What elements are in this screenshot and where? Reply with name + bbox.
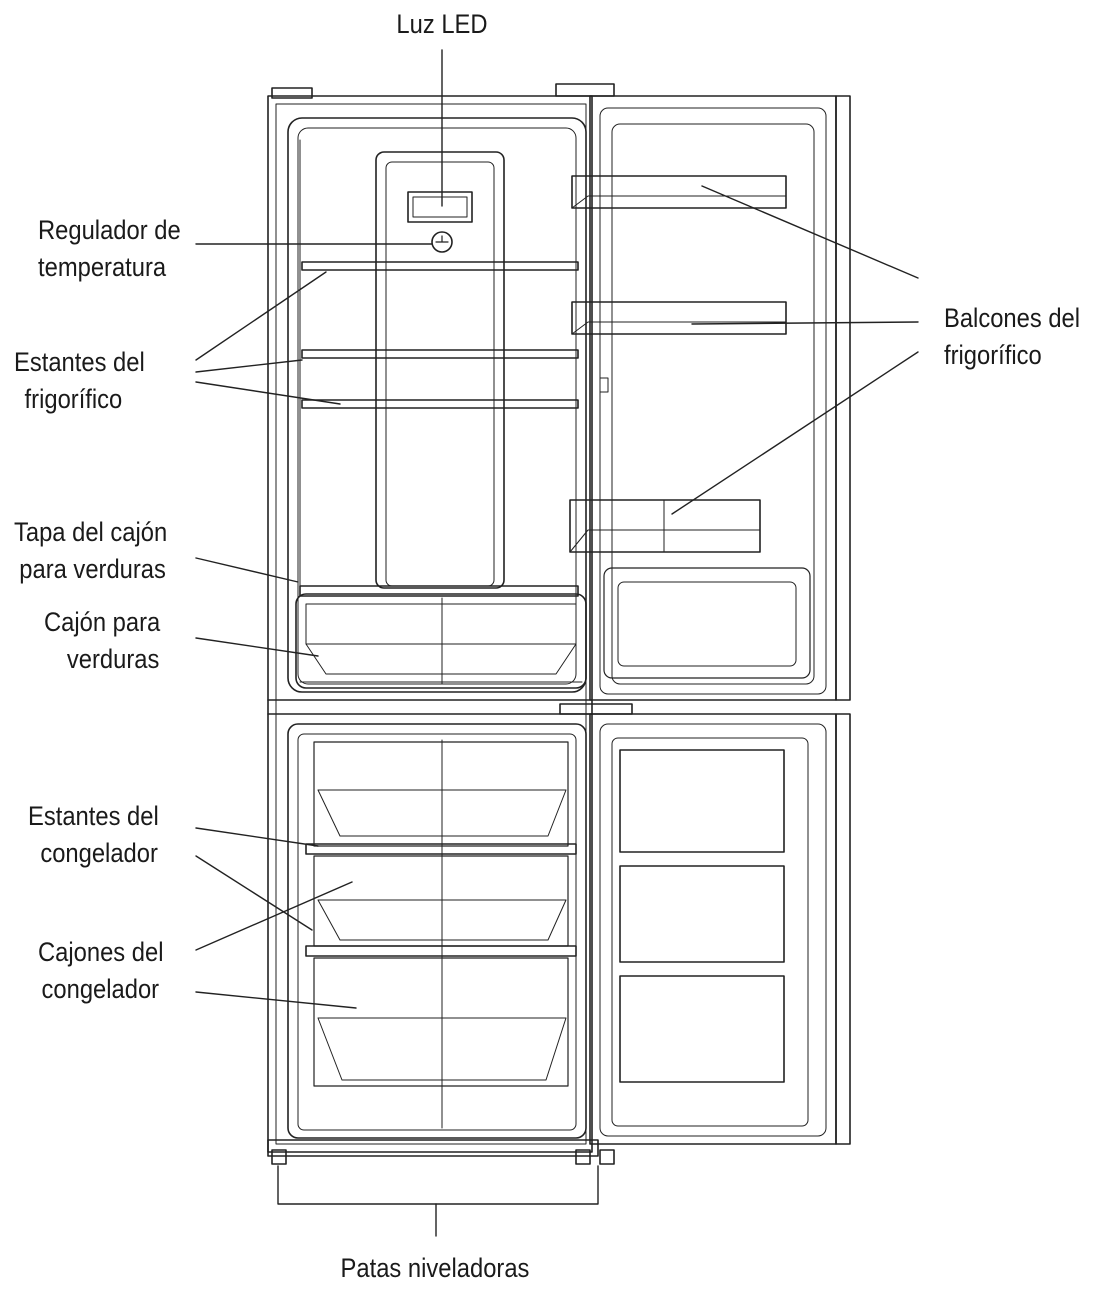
- led-light: [407, 191, 473, 223]
- label-patas-niveladoras: Patas niveladoras: [292, 1250, 579, 1287]
- label-text: Regulador de: [38, 215, 181, 245]
- label-estantes-congelador: Estantes del congelador: [28, 798, 159, 872]
- freezer-shelf: [305, 945, 577, 957]
- fridge-shelves: [301, 261, 579, 409]
- label-text: Cajones del: [38, 937, 164, 967]
- label-cajones-congelador: Cajones del congelador: [38, 934, 163, 1008]
- label-balcones: Balcones del frigorífico: [944, 300, 1080, 374]
- label-text: congelador: [41, 974, 160, 1004]
- label-luz-led: Luz LED: [354, 6, 530, 43]
- door-balconies: [569, 175, 787, 553]
- label-text: Luz LED: [396, 9, 488, 39]
- label-text: Balcones del: [944, 303, 1081, 333]
- crisper-cover: [299, 585, 579, 597]
- label-text: para verduras: [19, 554, 166, 584]
- label-text: verduras: [66, 644, 160, 674]
- label-text: frigorífico: [944, 340, 1042, 370]
- label-text: congelador: [40, 838, 158, 868]
- label-tapa-cajon: Tapa del cajón para verduras: [14, 514, 167, 588]
- label-text: Estantes del: [28, 801, 159, 831]
- fridge-door: [559, 95, 851, 715]
- cabinet-body: [267, 83, 615, 1165]
- label-regulador: Regulador de temperatura: [38, 212, 181, 286]
- thermostat-knob: [431, 231, 453, 253]
- label-text: Estantes del: [14, 347, 145, 377]
- crisper-drawer: [295, 593, 587, 689]
- label-cajon-verduras: Cajón para verduras: [44, 604, 160, 678]
- label-text: Cajón para: [44, 607, 161, 637]
- fridge-compartment: [287, 117, 587, 693]
- label-estantes-frigorifico: Estantes del frigorífico: [14, 344, 145, 418]
- leader-lines: [195, 49, 919, 1237]
- freezer-compartment: [287, 723, 587, 1139]
- label-text: temperatura: [38, 252, 167, 282]
- freezer-shelf: [305, 843, 577, 855]
- label-text: Tapa del cajón: [14, 517, 168, 547]
- label-text: frigorífico: [24, 384, 123, 414]
- label-text: Patas niveladoras: [340, 1253, 530, 1283]
- freezer-door: [589, 713, 851, 1145]
